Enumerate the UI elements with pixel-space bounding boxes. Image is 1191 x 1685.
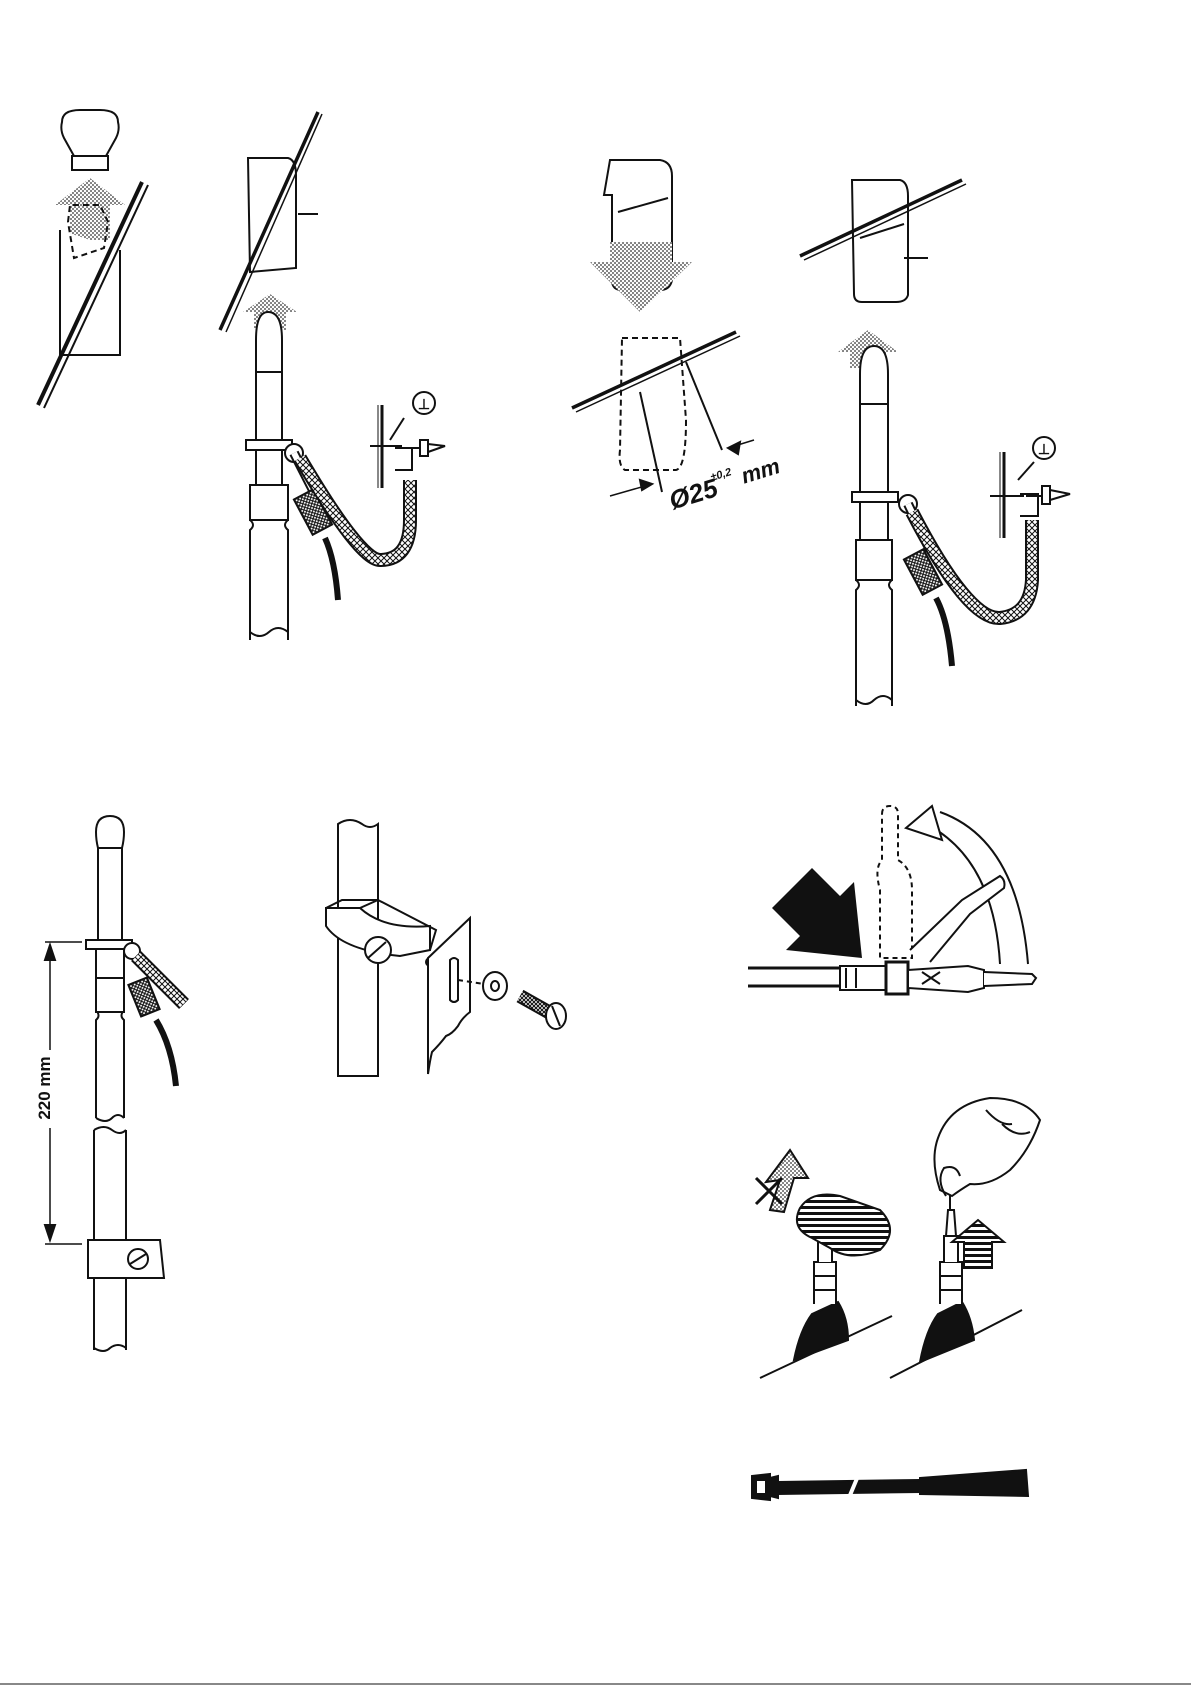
figure-connector-plug	[748, 806, 1036, 994]
ground-screw-icon	[520, 996, 566, 1029]
figure-mounting-bracket	[326, 820, 566, 1076]
ground-symbol-right: ⊥	[1038, 441, 1050, 457]
antenna-mast-icon	[86, 816, 164, 1351]
push-arrow-icon	[772, 868, 862, 958]
arrow-up-icon	[55, 178, 125, 240]
antenna-rod-icon	[752, 1470, 1028, 1500]
protective-cap-icon	[61, 110, 118, 170]
arrow-down-icon	[590, 242, 692, 312]
figure-hole-cutting	[572, 160, 754, 496]
hand-icon	[934, 1098, 1040, 1196]
mast-distance-label: 220 mm	[35, 1056, 54, 1119]
diameter-tolerance: ±0,2	[709, 466, 733, 484]
connector-plug-icon	[908, 966, 1036, 992]
ground-symbol-left: ⊥	[418, 396, 430, 412]
figure-mast-ground-right	[800, 180, 1070, 706]
figure-mast-length	[45, 816, 184, 1351]
hand-icon	[797, 1195, 890, 1256]
diameter-unit: mm	[738, 453, 783, 488]
figure-rod-tightening	[756, 1098, 1040, 1378]
figure-cap-removal	[38, 110, 148, 408]
figure-mast-ground-left	[220, 112, 445, 640]
ground-screw-icon	[1026, 486, 1070, 504]
antenna-mast-icon	[246, 312, 292, 640]
antenna-mast-icon	[852, 346, 898, 706]
